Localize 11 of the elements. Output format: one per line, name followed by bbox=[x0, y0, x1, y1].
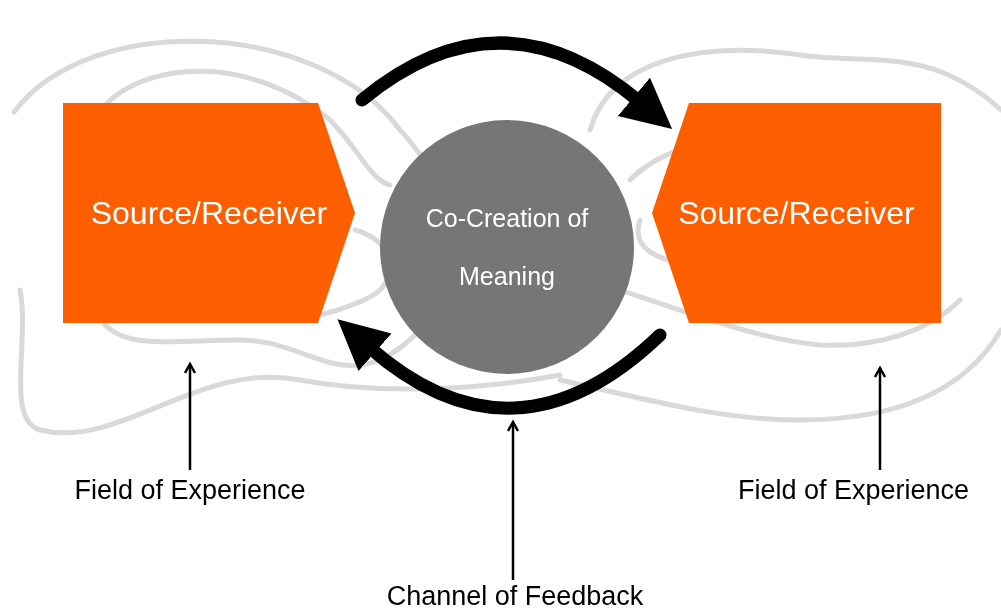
leader-arrow bbox=[183, 362, 197, 470]
node-label: Source/Receiver bbox=[90, 194, 328, 233]
field-label: Channel of Feedback bbox=[350, 580, 680, 613]
node-label: Source/Receiver bbox=[678, 194, 915, 233]
field-label: Field of Experience bbox=[40, 470, 340, 512]
leader-arrow bbox=[873, 366, 887, 470]
curved-arrow bbox=[336, 320, 667, 415]
curved-arrow bbox=[355, 36, 674, 128]
field-label: Field of Experience bbox=[706, 470, 1001, 512]
node-label: Co-Creation of Meaning bbox=[424, 203, 590, 292]
leader-arrow bbox=[506, 420, 520, 580]
